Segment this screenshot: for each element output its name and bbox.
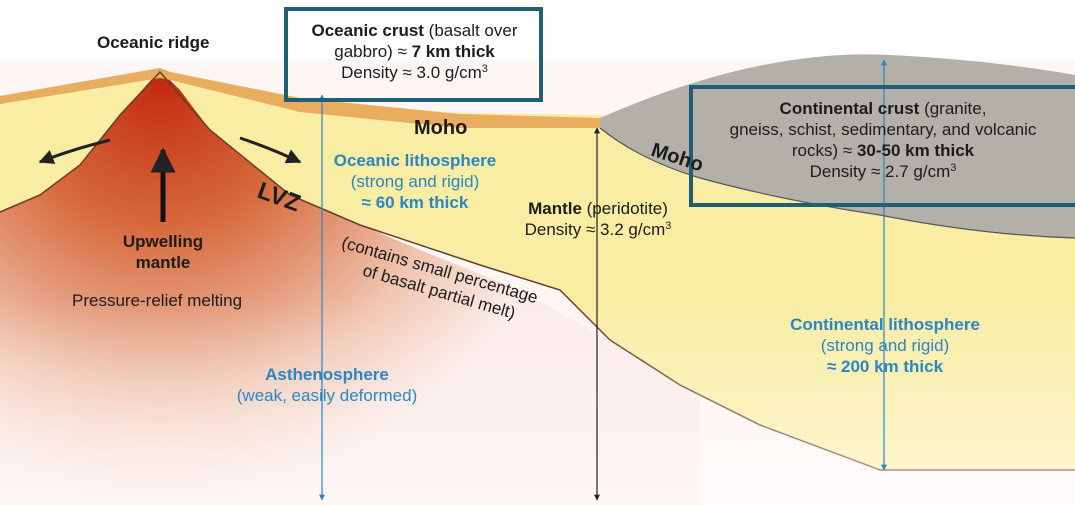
pressure-relief-label: Pressure-relief melting	[72, 290, 242, 311]
continental-lithosphere-thickness: ≈ 200 km thick	[827, 357, 943, 376]
continental-lithosphere-label: Continental lithosphere (strong and rigi…	[760, 314, 1010, 377]
continental-crust-title: Continental crust	[780, 99, 920, 118]
asthenosphere-label: Asthenosphere (weak, easily deformed)	[212, 364, 442, 406]
upwelling-line1: Upwelling	[123, 232, 203, 251]
asthenosphere-title: Asthenosphere	[265, 365, 389, 384]
continental-crust-desc2: gneiss, schist, sedimentary, and volcani…	[730, 120, 1037, 139]
cube-sup: 3	[665, 220, 671, 232]
asthenosphere-desc: (weak, easily deformed)	[237, 386, 417, 405]
cube-sup: 3	[950, 162, 956, 174]
oceanic-crust-label: Oceanic crust (basalt over gabbro) ≈ 7 k…	[292, 20, 537, 83]
continental-crust-density: Density ≈ 2.7 g/cm	[810, 162, 951, 181]
oceanic-crust-density: Density ≈ 3.0 g/cm	[341, 63, 482, 82]
upwelling-mantle-label: Upwelling mantle	[108, 231, 218, 273]
upwelling-line2: mantle	[136, 253, 191, 272]
continental-crust-desc1: (granite,	[919, 99, 986, 118]
mantle-title: Mantle	[528, 199, 582, 218]
moho-label-oceanic: Moho	[414, 118, 467, 139]
cube-sup: 3	[482, 63, 488, 75]
oceanic-crust-desc2: gabbro) ≈	[334, 42, 411, 61]
continental-crust-desc3: rocks) ≈	[792, 141, 857, 160]
continental-crust-label: Continental crust (granite, gneiss, schi…	[692, 98, 1074, 182]
oceanic-lithosphere-desc: (strong and rigid)	[351, 172, 480, 191]
oceanic-lithosphere-thickness: ≈ 60 km thick	[362, 193, 469, 212]
mantle-desc: (peridotite)	[582, 199, 668, 218]
oceanic-crust-thickness: 7 km thick	[412, 42, 495, 61]
oceanic-lithosphere-title: Oceanic lithosphere	[334, 151, 497, 170]
continental-lithosphere-desc: (strong and rigid)	[821, 336, 950, 355]
continental-crust-thickness: 30-50 km thick	[857, 141, 974, 160]
oceanic-crust-desc1: (basalt over	[424, 21, 518, 40]
oceanic-crust-title: Oceanic crust	[312, 21, 424, 40]
mantle-label: Mantle (peridotite) Density ≈ 3.2 g/cm3	[510, 198, 686, 240]
continental-lithosphere-title: Continental lithosphere	[790, 315, 980, 334]
mantle-density: Density ≈ 3.2 g/cm	[525, 220, 666, 239]
oceanic-ridge-label: Oceanic ridge	[97, 32, 209, 53]
oceanic-lithosphere-label: Oceanic lithosphere (strong and rigid) ≈…	[330, 150, 500, 213]
